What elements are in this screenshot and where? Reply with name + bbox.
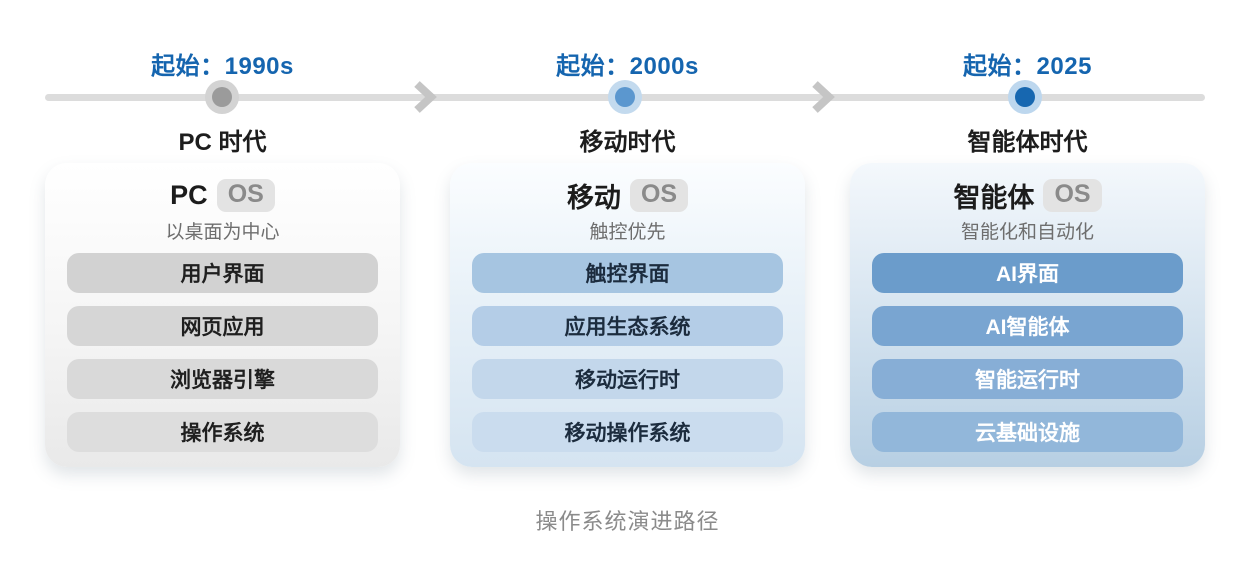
timeline-dot-agent-core [1015,87,1035,107]
timeline-dot-pc [205,80,239,114]
era-label-pc: PC 时代 [178,129,267,156]
layer-stack: AI界面 AI智能体 智能运行时 云基础设施 [872,253,1183,452]
timeline-dot-pc-core [212,87,232,107]
card-title-text: 移动 [566,182,621,213]
timeline-dot-mobile-core [615,87,635,107]
era-card-pc-os: PC OS 以桌面为中心 用户界面 网页应用 浏览器引擎 操作系统 [45,163,400,467]
era-label-mobile: 移动时代 [579,129,676,156]
layer-item: 应用生态系统 [472,306,783,346]
era-card-agent-os: 智能体 OS 智能化和自动化 AI界面 AI智能体 智能运行时 云基础设施 [850,163,1205,467]
layer-stack: 用户界面 网页应用 浏览器引擎 操作系统 [67,253,378,452]
era-card-mobile-os: 移动 OS 触控优先 触控界面 应用生态系统 移动运行时 移动操作系统 [450,163,805,467]
layer-item: 移动操作系统 [472,412,783,452]
os-badge: OS [1043,178,1102,212]
chevron-right-icon [412,80,438,114]
card-title: 移动 OS [450,176,805,214]
era-label-agent: 智能体时代 [967,129,1088,156]
timeline-dot-mobile [608,80,642,114]
layer-item: 触控界面 [472,253,783,293]
layer-stack: 触控界面 应用生态系统 移动运行时 移动操作系统 [472,253,783,452]
layer-item: AI智能体 [872,306,1183,346]
diagram-caption: 操作系统演进路径 [535,509,720,534]
card-title-text: PC [170,179,208,210]
layer-item: 网页应用 [67,306,378,346]
start-label-pc: 起始：1990s [151,53,294,80]
os-badge: OS [216,178,275,212]
card-title: 智能体 OS [850,176,1205,214]
card-title-text: 智能体 [953,182,1035,213]
os-badge: OS [629,178,689,212]
layer-item: 移动运行时 [472,359,783,399]
start-label-agent: 起始：2025 [963,53,1092,80]
card-subtitle: 智能化和自动化 [960,222,1094,243]
layer-item: 用户界面 [67,253,378,293]
layer-item: 浏览器引擎 [67,359,378,399]
layer-item: 云基础设施 [872,412,1183,452]
timeline-dot-agent [1008,80,1042,114]
layer-item: 智能运行时 [872,359,1183,399]
card-subtitle: 以桌面为中心 [165,222,280,243]
layer-item: AI界面 [872,253,1183,293]
card-title: PC OS [45,176,400,214]
layer-item: 操作系统 [67,412,378,452]
card-subtitle: 触控优先 [589,222,666,243]
start-label-mobile: 起始：2000s [556,53,699,80]
chevron-right-icon [810,80,836,114]
